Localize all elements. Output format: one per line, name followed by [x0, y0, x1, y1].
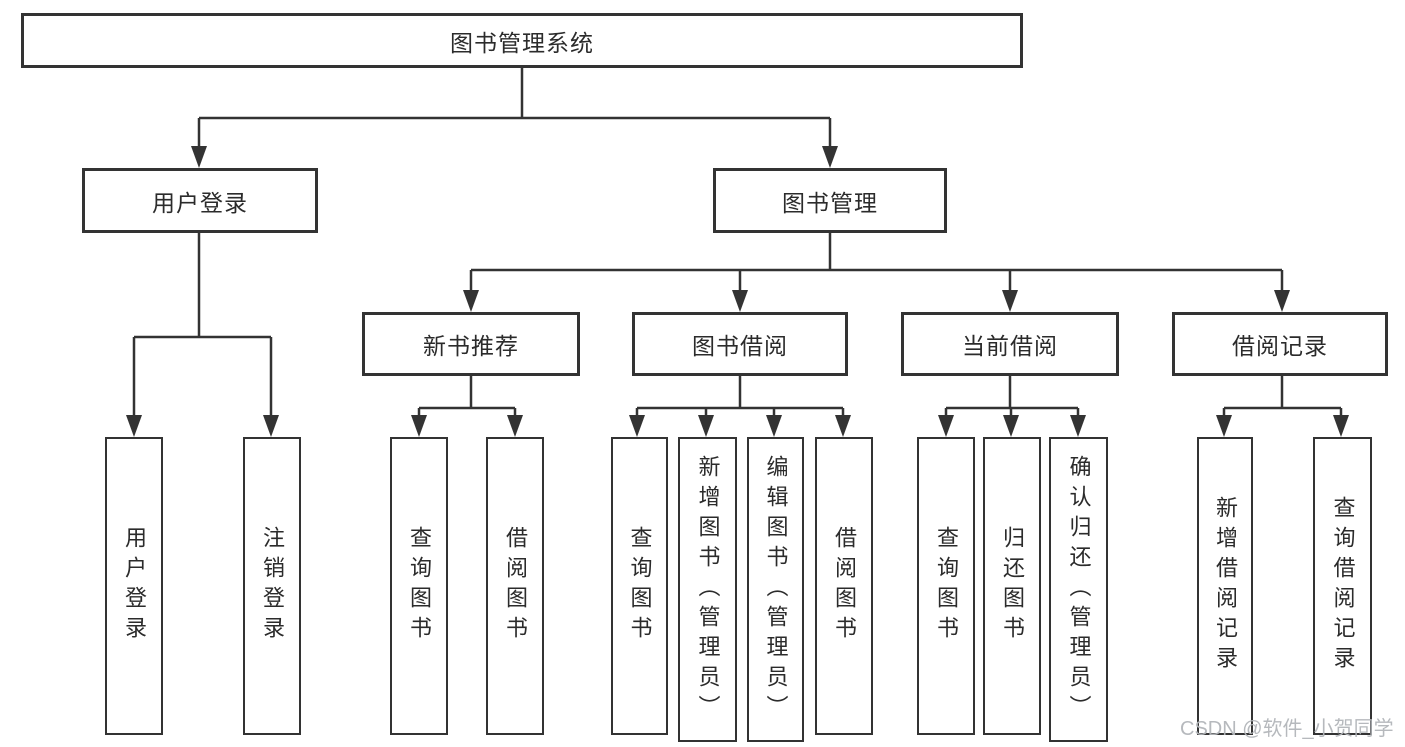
csdn-watermark: CSDN @软件_小贺同学: [1180, 718, 1394, 740]
leaf-label: 新增借阅记录: [1213, 496, 1238, 676]
arrow-down-icon: [766, 415, 782, 437]
leaf-query-books-borrow: 查询图书: [611, 437, 668, 735]
connector-book-management-branch: [469, 233, 1284, 296]
node-borrowing-records: 借阅记录: [1172, 312, 1388, 376]
arrow-down-icon: [126, 415, 142, 437]
node-library-management-system: 图书管理系统: [21, 13, 1023, 68]
arrow-down-icon: [1003, 415, 1019, 437]
leaf-label: 查询图书: [627, 526, 653, 646]
arrow-down-icon: [1333, 415, 1349, 437]
connector-new-book-branch: [417, 376, 517, 421]
leaf-borrow-books: 借阅图书: [815, 437, 873, 735]
leaf-user-login: 用户登录: [105, 437, 163, 735]
leaf-label: 查询图书: [934, 526, 959, 646]
node-book-management: 图书管理: [713, 168, 947, 233]
leaf-query-books-current: 查询图书: [917, 437, 975, 735]
arrow-down-icon: [822, 146, 838, 168]
arrow-down-icon: [629, 415, 645, 437]
arrow-down-icon: [835, 415, 851, 437]
connector-user-login-branch: [132, 232, 273, 421]
node-user-login: 用户登录: [82, 168, 318, 233]
leaf-confirm-return-admin: 确认归还（管理员）: [1049, 437, 1108, 742]
connector-current-borrow-branch: [944, 376, 1080, 421]
leaf-label: 确认归还（管理员）: [1066, 454, 1092, 725]
arrow-down-icon: [263, 415, 279, 437]
leaf-query-books-recommend: 查询图书: [390, 437, 448, 735]
leaf-label: 借阅图书: [503, 526, 528, 646]
arrow-down-icon: [191, 146, 207, 168]
node-new-book-recommendation: 新书推荐: [362, 312, 580, 376]
leaf-label: 编辑图书（管理员）: [763, 454, 789, 725]
node-current-borrowing: 当前借阅: [901, 312, 1119, 376]
arrow-down-icon: [1274, 290, 1290, 312]
connector-root-branch: [197, 68, 832, 152]
arrow-down-icon: [1216, 415, 1232, 437]
leaf-return-books: 归还图书: [983, 437, 1041, 735]
leaf-edit-books-admin: 编辑图书（管理员）: [747, 437, 804, 742]
leaf-add-borrow-record: 新增借阅记录: [1197, 437, 1253, 735]
leaf-label: 查询图书: [407, 526, 432, 646]
leaf-label: 注销登录: [260, 526, 285, 646]
arrow-down-icon: [1002, 290, 1018, 312]
leaf-query-borrow-record: 查询借阅记录: [1313, 437, 1372, 735]
arrow-down-icon: [938, 415, 954, 437]
arrow-down-icon: [1070, 415, 1086, 437]
leaf-logout: 注销登录: [243, 437, 301, 735]
connector-records-branch: [1222, 376, 1343, 421]
arrow-down-icon: [411, 415, 427, 437]
leaf-label: 查询借阅记录: [1330, 496, 1356, 676]
node-book-borrowing: 图书借阅: [632, 312, 848, 376]
connector-book-borrow-branch: [635, 376, 845, 421]
leaf-label: 用户登录: [122, 526, 147, 646]
leaf-label: 新增图书（管理员）: [695, 454, 721, 725]
arrow-down-icon: [732, 290, 748, 312]
leaf-add-books-admin: 新增图书（管理员）: [678, 437, 737, 742]
arrow-down-icon: [698, 415, 714, 437]
leaf-label: 借阅图书: [832, 526, 857, 646]
leaf-label: 归还图书: [1000, 526, 1025, 646]
arrow-down-icon: [507, 415, 523, 437]
leaf-borrow-books-recommend: 借阅图书: [486, 437, 544, 735]
arrow-down-icon: [463, 290, 479, 312]
